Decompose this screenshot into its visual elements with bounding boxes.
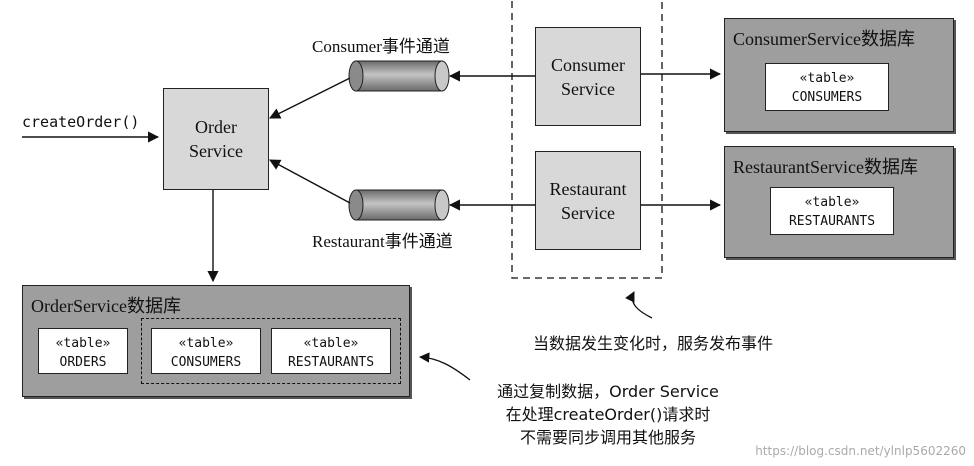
restaurant-db: RestaurantService数据库 «table» RESTAURANTS bbox=[724, 146, 954, 258]
consumer-db-title: ConsumerService数据库 bbox=[733, 29, 915, 49]
consumer-service-line1: Consumer bbox=[551, 54, 625, 75]
consumer-db: ConsumerService数据库 «table» CONSUMERS bbox=[724, 18, 954, 132]
replica-note: 通过复制数据，Order Service 在处理createOrder()请求时… bbox=[478, 380, 738, 449]
order-service-line2: Service bbox=[189, 141, 243, 161]
restaurant-service-box: Restaurant Service bbox=[535, 151, 641, 250]
watermark: https://blog.csdn.net/ylnlp5602260 bbox=[755, 444, 966, 458]
order-db-table-restaurants: «table» RESTAURANTS bbox=[271, 328, 391, 374]
restaurant-service-line2: Service bbox=[561, 202, 615, 223]
restaurant-subscribe-arrow bbox=[269, 159, 351, 204]
table-tag: «table» bbox=[178, 336, 234, 351]
replica-note-line1: 通过复制数据，Order Service bbox=[497, 382, 719, 401]
table-tag: «table» bbox=[303, 336, 359, 351]
create-order-label: createOrder() bbox=[22, 113, 140, 131]
table-name: CONSUMERS bbox=[170, 355, 242, 370]
table-name: CONSUMERS bbox=[791, 90, 863, 105]
replica-note-line2: 在处理createOrder()请求时 bbox=[505, 405, 711, 424]
replicated-tables-group bbox=[141, 318, 401, 384]
replica-note-line3: 不需要同步调用其他服务 bbox=[519, 428, 696, 447]
order-db-table-orders: «table» ORDERS bbox=[38, 328, 128, 374]
publish-note-pointer bbox=[625, 291, 653, 319]
consumer-service-box: Consumer Service bbox=[535, 27, 641, 126]
table-tag: «table» bbox=[804, 195, 860, 210]
services-boundary bbox=[511, 0, 663, 279]
consumer-db-table: «table» CONSUMERS bbox=[765, 63, 889, 111]
table-tag: «table» bbox=[799, 71, 855, 86]
publish-note: 当数据发生变化时，服务发布事件 bbox=[533, 334, 774, 353]
consumer-channel-cylinder bbox=[348, 60, 450, 92]
consumer-subscribe-arrow bbox=[268, 77, 351, 119]
restaurant-db-title: RestaurantService数据库 bbox=[733, 157, 918, 177]
order-db: OrderService数据库 «table» ORDERS «table» C… bbox=[22, 285, 410, 397]
restaurant-service-line1: Restaurant bbox=[549, 178, 627, 199]
table-name: RESTAURANTS bbox=[788, 214, 876, 229]
table-name: RESTAURANTS bbox=[287, 355, 375, 370]
restaurant-channel-cylinder bbox=[348, 189, 450, 221]
order-service-line1: Order bbox=[195, 117, 237, 137]
restaurant-db-table: «table» RESTAURANTS bbox=[770, 187, 894, 235]
table-tag: «table» bbox=[55, 336, 111, 351]
order-db-title: OrderService数据库 bbox=[31, 296, 181, 316]
restaurant-channel-label: Restaurant事件通道 bbox=[312, 232, 453, 251]
order-service-box: Order Service bbox=[163, 88, 269, 190]
consumer-channel-label: Consumer事件通道 bbox=[312, 37, 450, 56]
consumer-service-line2: Service bbox=[561, 78, 615, 99]
table-name: ORDERS bbox=[59, 355, 107, 370]
order-db-table-consumers: «table» CONSUMERS bbox=[151, 328, 261, 374]
replica-note-pointer bbox=[418, 352, 471, 381]
